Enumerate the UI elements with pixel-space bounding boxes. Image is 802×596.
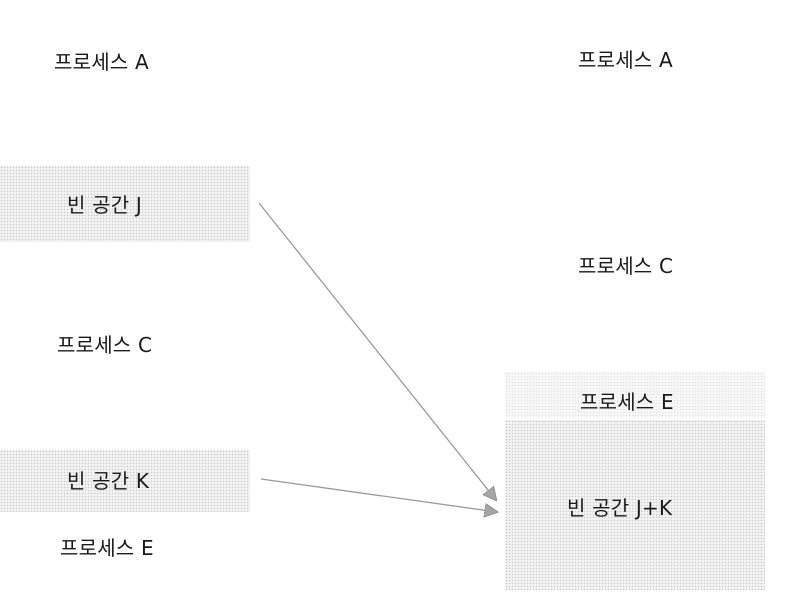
left-free-k-label: 빈 공간 K [67,469,150,493]
left-free-space-k-region [0,450,250,512]
right-free-space-jk-region [505,420,765,590]
left-free-j-label: 빈 공간 J [67,193,143,217]
right-free-jk-label: 빈 공간 J+K [567,496,673,520]
right-process-e-region [505,372,765,418]
right-process-a-label: 프로세스 A [578,48,673,72]
right-process-e-label: 프로세스 E [580,390,674,414]
arrow-k-to-jk [260,478,497,512]
left-process-a-label: 프로세스 A [54,50,149,74]
arrow-j-to-jk [258,202,496,500]
left-free-space-j-region [0,166,250,242]
right-process-c-label: 프로세스 C [578,254,674,278]
left-process-e-label: 프로세스 E [60,536,154,560]
left-process-c-label: 프로세스 C [57,333,153,357]
